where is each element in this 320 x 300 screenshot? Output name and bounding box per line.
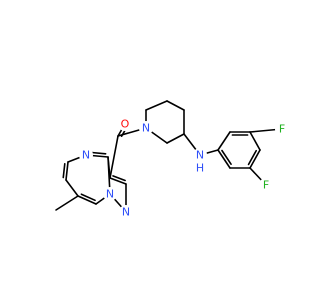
bond-aryl-4-inner (247, 149, 257, 166)
atom-bridgehead-nitrogen: N (103, 187, 117, 201)
atom-label-fluorine-bottom: F (263, 179, 269, 192)
molecule-structure-diagram: O N N N N N H F (55, 100, 289, 219)
atom-label-amine-hydrogen: H (196, 162, 204, 175)
atom-amine-nitrogen: N (193, 148, 207, 162)
atom-fluorine-bottom: F (259, 178, 273, 192)
atom-pyrazole-nitrogen: N (119, 205, 133, 219)
atom-oxygen: O (118, 117, 132, 131)
bond-pyrimidine-5-inner (80, 193, 96, 202)
atom-label-pyrimidine-nitrogen: N (82, 149, 90, 162)
bond-pyrazole-1 (109, 177, 127, 185)
bond-pyrazole-5 (107, 156, 111, 179)
atom-amine-hydrogen: H (194, 162, 206, 175)
bond-pyrimidine-5 (77, 195, 97, 205)
bond-aryl-6 (217, 149, 231, 169)
bond-pip-2 (145, 100, 168, 111)
bond-pyrimidine-3 (65, 161, 69, 181)
bond-pyrimidine-3-inner (62, 163, 66, 179)
atom-label-bridgehead-nitrogen: N (106, 188, 114, 201)
bond-aryl-4 (249, 149, 261, 169)
bond-pyrazole-1-inner (112, 175, 126, 182)
bond-methyl (55, 195, 79, 211)
bond-amide-to-ring (109, 135, 119, 179)
atom-label-amide-nitrogen: N (142, 122, 150, 135)
bond-pip-5 (166, 133, 185, 144)
bond-aryl-3 (249, 131, 261, 151)
atom-amide-nitrogen: N (139, 121, 153, 135)
bond-aryl-1 (217, 131, 231, 151)
bond-pip-3 (166, 100, 185, 111)
atom-labels-group: O N N N N N H F (79, 117, 289, 219)
atom-label-oxygen: O (121, 118, 130, 131)
bond-pyrimidine-4 (65, 179, 79, 197)
atom-pyrimidine-nitrogen: N (79, 148, 93, 162)
atom-label-amine-nitrogen: N (196, 149, 204, 162)
atom-label-fluorine-top: F (279, 123, 285, 136)
bond-aryl-6-inner (221, 149, 232, 165)
atom-label-pyrazole-nitrogen: N (122, 206, 130, 219)
atom-fluorine-top: F (275, 122, 289, 136)
